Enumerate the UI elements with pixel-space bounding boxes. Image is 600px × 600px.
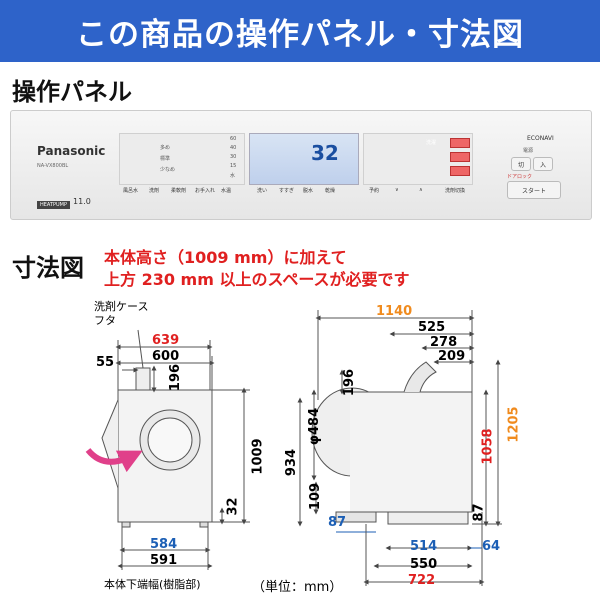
banner-title: この商品の操作パネル・寸法図 [0, 0, 600, 62]
rinse-button[interactable]: すすぎ [279, 188, 295, 194]
red-label-wash [450, 138, 470, 148]
power-off-button[interactable]: 切 [511, 157, 531, 171]
dim-side-1058: 1058 [480, 428, 496, 465]
unit-label: （単位：mm） [252, 580, 343, 595]
base-width-label: 本体下端幅(樹脂部) [104, 578, 201, 591]
dim-front-1009: 1009 [250, 438, 266, 475]
side-view [297, 310, 502, 586]
level-high: 多め [160, 145, 171, 151]
dry-button[interactable]: 乾燥 [325, 188, 336, 194]
power-label: 電源 [523, 148, 534, 154]
temp-30: 30 [230, 154, 237, 160]
care-button[interactable]: お手入れ [195, 188, 216, 194]
temp-water: 水 [230, 173, 236, 179]
dim-side-722: 722 [408, 573, 436, 588]
doorlock-label: ドアロック [507, 174, 533, 180]
up-button[interactable]: ∧ [419, 187, 423, 193]
lcd-number: 32 [311, 141, 339, 165]
height-note-line1: 本体高さ（1009 mm）に加えて [104, 248, 347, 267]
dim-side-64: 64 [482, 539, 501, 554]
section-heading-dimensions: 寸法図 [12, 254, 84, 282]
dim-side-109: 109 [308, 482, 324, 511]
height-note-line2: 上方 230 mm 以上のスペースが必要です [104, 270, 410, 289]
detergent-switch-button[interactable]: 洗剤切換 [445, 188, 466, 194]
red-label-washdry [450, 166, 470, 176]
dim-front-55: 55 [96, 355, 115, 370]
softener-button[interactable]: 柔軟剤 [171, 188, 187, 194]
door-open-arrow [85, 447, 143, 473]
level-low: 少なめ [160, 167, 176, 173]
temp-15: 15 [230, 163, 237, 169]
power-on-button[interactable]: 入 [533, 157, 553, 171]
dim-front-196: 196 [168, 363, 184, 392]
course-section: 洗濯 [363, 133, 473, 185]
temp-60: 60 [230, 136, 237, 142]
dim-front-639: 639 [152, 333, 180, 348]
water-temp-button[interactable]: 水温 [221, 188, 232, 194]
dim-side-514: 514 [410, 539, 438, 554]
wash-button[interactable]: 洗い [257, 188, 268, 194]
section-heading-panel: 操作パネル [12, 78, 132, 106]
down-button[interactable]: ∨ [395, 187, 399, 193]
brand-logo: Panasonic [37, 144, 106, 158]
econavi-logo: ECONAVI [527, 135, 554, 142]
dim-side-278: 278 [430, 335, 458, 350]
heatpump-badge: HEATPUMP [37, 201, 71, 209]
dim-front-32: 32 [225, 497, 241, 516]
red-text-wash: 洗濯 [426, 140, 437, 146]
start-button[interactable]: スタート [507, 181, 561, 199]
lcd-display [249, 133, 359, 185]
level-section: 多め 標準 少なめ 60 40 30 15 水 [119, 133, 245, 185]
dim-front-584: 584 [150, 537, 178, 552]
dim-side-550: 550 [410, 557, 438, 572]
front-view [101, 329, 250, 570]
dim-side-934: 934 [284, 448, 300, 477]
control-panel-image: Panasonic NA-VX800BL HEATPUMP 11.0 多め 標準… [10, 110, 592, 220]
capacity-label: 11.0 [73, 197, 91, 206]
dim-side-209: 209 [438, 349, 466, 364]
dim-side-1140: 1140 [376, 304, 413, 319]
dim-front-591: 591 [150, 553, 178, 568]
case-cover-label: 洗剤ケース フタ [94, 300, 149, 327]
model-number: NA-VX800BL [37, 163, 69, 169]
timer-button[interactable]: 予約 [369, 188, 380, 194]
dim-front-600: 600 [152, 349, 180, 364]
dim-side-196: 196 [342, 368, 358, 397]
red-label-dry [450, 152, 470, 162]
dim-side-87-right: 87 [471, 503, 487, 522]
dim-side-1205: 1205 [506, 406, 522, 443]
bath-water-button[interactable]: 風呂水 [123, 188, 139, 194]
temp-40: 40 [230, 145, 237, 151]
detergent-button[interactable]: 洗剤 [149, 188, 160, 194]
dim-side-525: 525 [418, 320, 446, 335]
dim-side-484: φ484 [307, 407, 323, 446]
spin-button[interactable]: 脱水 [303, 188, 314, 194]
dim-side-87-left: 87 [328, 515, 347, 530]
level-normal: 標準 [160, 156, 171, 162]
